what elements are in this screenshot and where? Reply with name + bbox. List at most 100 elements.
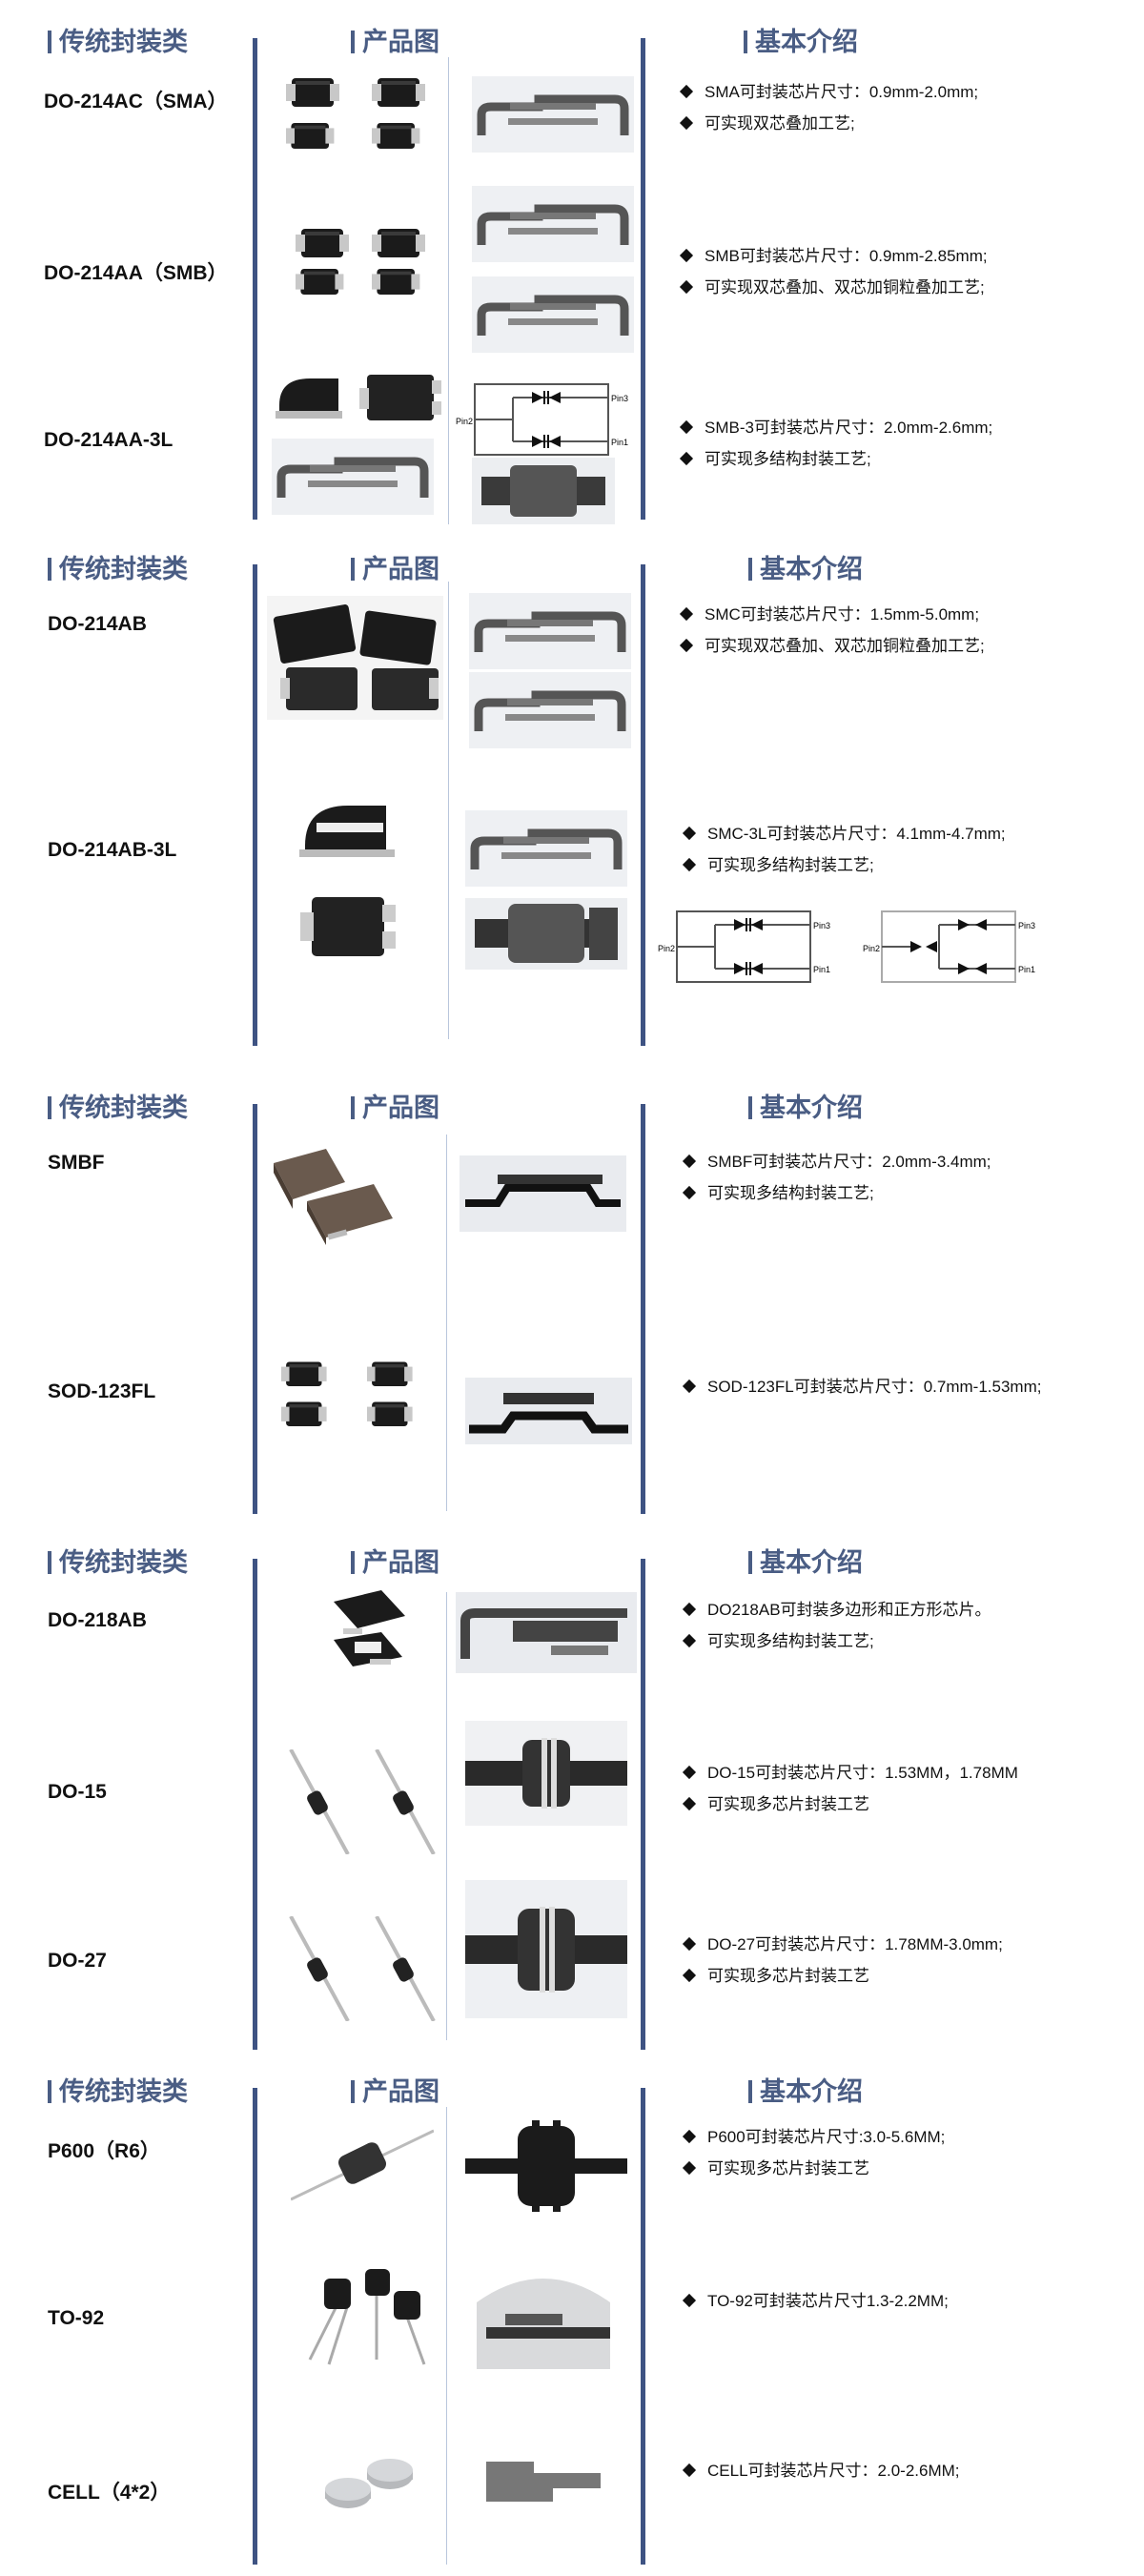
bullet-icon (682, 1796, 697, 1811)
svg-text:Pin2: Pin2 (658, 944, 675, 953)
package-name: DO-27 (48, 1950, 107, 1972)
bullet-icon (679, 606, 694, 622)
bullet-icon (682, 2463, 697, 2478)
xray-image (472, 458, 615, 524)
header-intro: 基本介绍 (748, 548, 863, 585)
product-photo (267, 596, 443, 720)
header-intro: 基本介绍 (748, 1087, 863, 1124)
header-category: 传统封装类 (48, 21, 188, 58)
xray-image (272, 439, 439, 515)
description: SMB-3可封装芯片尺寸：2.0mm-2.6mm; 可实现多结构封装工艺; (679, 412, 992, 475)
product-photo (272, 367, 443, 434)
description: DO-15可封装芯片尺寸：1.53MM，1.78MM 可实现多芯片封装工艺 (682, 1757, 1018, 1820)
description: SOD-123FL可封装芯片尺寸：0.7mm-1.53mm; (682, 1371, 1041, 1402)
bullet-icon (679, 115, 694, 131)
package-name: DO-214AB-3L (48, 839, 177, 861)
svg-text:Pin1: Pin1 (611, 438, 628, 447)
package-name: DO-15 (48, 1781, 107, 1803)
xray-image (467, 2264, 620, 2374)
bullet-icon (682, 2293, 697, 2308)
xray-image (465, 1721, 627, 1840)
header-product: 产品图 (351, 1087, 439, 1124)
header-intro: 基本介绍 (744, 21, 858, 58)
bullet-icon (682, 2129, 697, 2144)
description: SMB可封装芯片尺寸：0.9mm-2.85mm; 可实现双芯叠加、双芯加铜粒叠加… (679, 240, 988, 303)
description: SMBF可封装芯片尺寸：2.0mm-3.4mm; 可实现多结构封装工艺; (682, 1146, 991, 1209)
description: P600可封装芯片尺寸:3.0-5.6MM; 可实现多芯片封装工艺 (682, 2121, 945, 2184)
bullet-icon (679, 451, 694, 466)
bullet-icon (682, 1765, 697, 1780)
divider-right (641, 38, 645, 520)
package-name: P600（R6） (48, 2140, 160, 2162)
description: SMC可封装芯片尺寸：1.5mm-5.0mm; 可实现双芯叠加、双芯加铜粒叠加工… (679, 599, 985, 662)
bullet-icon (679, 638, 694, 653)
header-product: 产品图 (351, 21, 439, 58)
bullet-icon (682, 1936, 697, 1952)
header-product: 产品图 (351, 548, 439, 585)
header-category: 传统封装类 (48, 1542, 188, 1579)
bullet-icon (682, 2160, 697, 2176)
svg-text:Pin2: Pin2 (863, 944, 880, 953)
header-intro: 基本介绍 (748, 1542, 863, 1579)
package-name: TO-92 (48, 2307, 105, 2329)
product-photo (319, 2445, 424, 2522)
svg-text:Pin1: Pin1 (813, 965, 830, 974)
xray-image (469, 672, 631, 748)
header-category: 传统封装类 (48, 548, 188, 585)
bullet-icon (682, 1968, 697, 1983)
xray-image (465, 898, 627, 970)
divider-mid (446, 1135, 447, 1511)
package-name: DO-214AA（SMB） (44, 262, 228, 284)
description: DO-27可封装芯片尺寸：1.78MM-3.0mm; 可实现多芯片封装工艺 (682, 1929, 1003, 1992)
package-name: DO-214AA-3L (44, 429, 174, 451)
xray-image (465, 1378, 632, 1444)
product-photo (276, 1354, 419, 1440)
header-category: 传统封装类 (48, 1087, 188, 1124)
xray-image (465, 810, 627, 887)
product-photo (286, 1749, 448, 1854)
xray-image (469, 593, 631, 669)
description: SMC-3L可封装芯片尺寸：4.1mm-4.7mm; 可实现多结构封装工艺; (682, 818, 1006, 881)
divider-left (253, 564, 257, 1046)
divider-left (253, 1104, 257, 1514)
header-intro: 基本介绍 (748, 2071, 863, 2108)
xray-image (460, 1155, 626, 1232)
xray-image (472, 76, 634, 153)
svg-text:Pin3: Pin3 (1018, 921, 1035, 930)
product-photo (286, 1916, 448, 2021)
package-name: DO-214AB (48, 613, 147, 635)
bullet-icon (682, 1633, 697, 1648)
bullet-icon (679, 248, 694, 263)
divider-mid (446, 2107, 447, 2565)
package-name: DO-214AC（SMA） (44, 91, 228, 112)
bullet-icon (682, 1154, 697, 1169)
xray-image (465, 1880, 627, 2018)
description: SMA可封装芯片尺寸：0.9mm-2.0mm; 可实现双芯叠加工艺; (679, 76, 978, 139)
divider-right (641, 564, 645, 1046)
package-name: CELL（4*2） (48, 2482, 171, 2504)
xray-image (472, 276, 634, 353)
package-name: SMBF (48, 1152, 105, 1174)
bullet-icon (682, 1602, 697, 1617)
product-photo (269, 1144, 402, 1249)
xray-image (472, 186, 634, 262)
svg-text:Pin1: Pin1 (1018, 965, 1035, 974)
svg-text:Pin3: Pin3 (813, 921, 830, 930)
divider-left (253, 2088, 257, 2565)
divider-right (641, 2088, 645, 2565)
header-category: 传统封装类 (48, 2071, 188, 2108)
header-product: 产品图 (351, 2071, 439, 2108)
xray-image (477, 2450, 610, 2512)
xray-image (465, 2109, 627, 2223)
header-product: 产品图 (351, 1542, 439, 1579)
svg-text:Pin3: Pin3 (611, 394, 628, 403)
package-name: DO-218AB (48, 1609, 147, 1631)
product-photo (291, 2121, 434, 2207)
divider-right (641, 1104, 645, 1514)
bullet-icon (679, 84, 694, 99)
divider-left (253, 1559, 257, 2050)
divider-right (641, 1559, 645, 2050)
